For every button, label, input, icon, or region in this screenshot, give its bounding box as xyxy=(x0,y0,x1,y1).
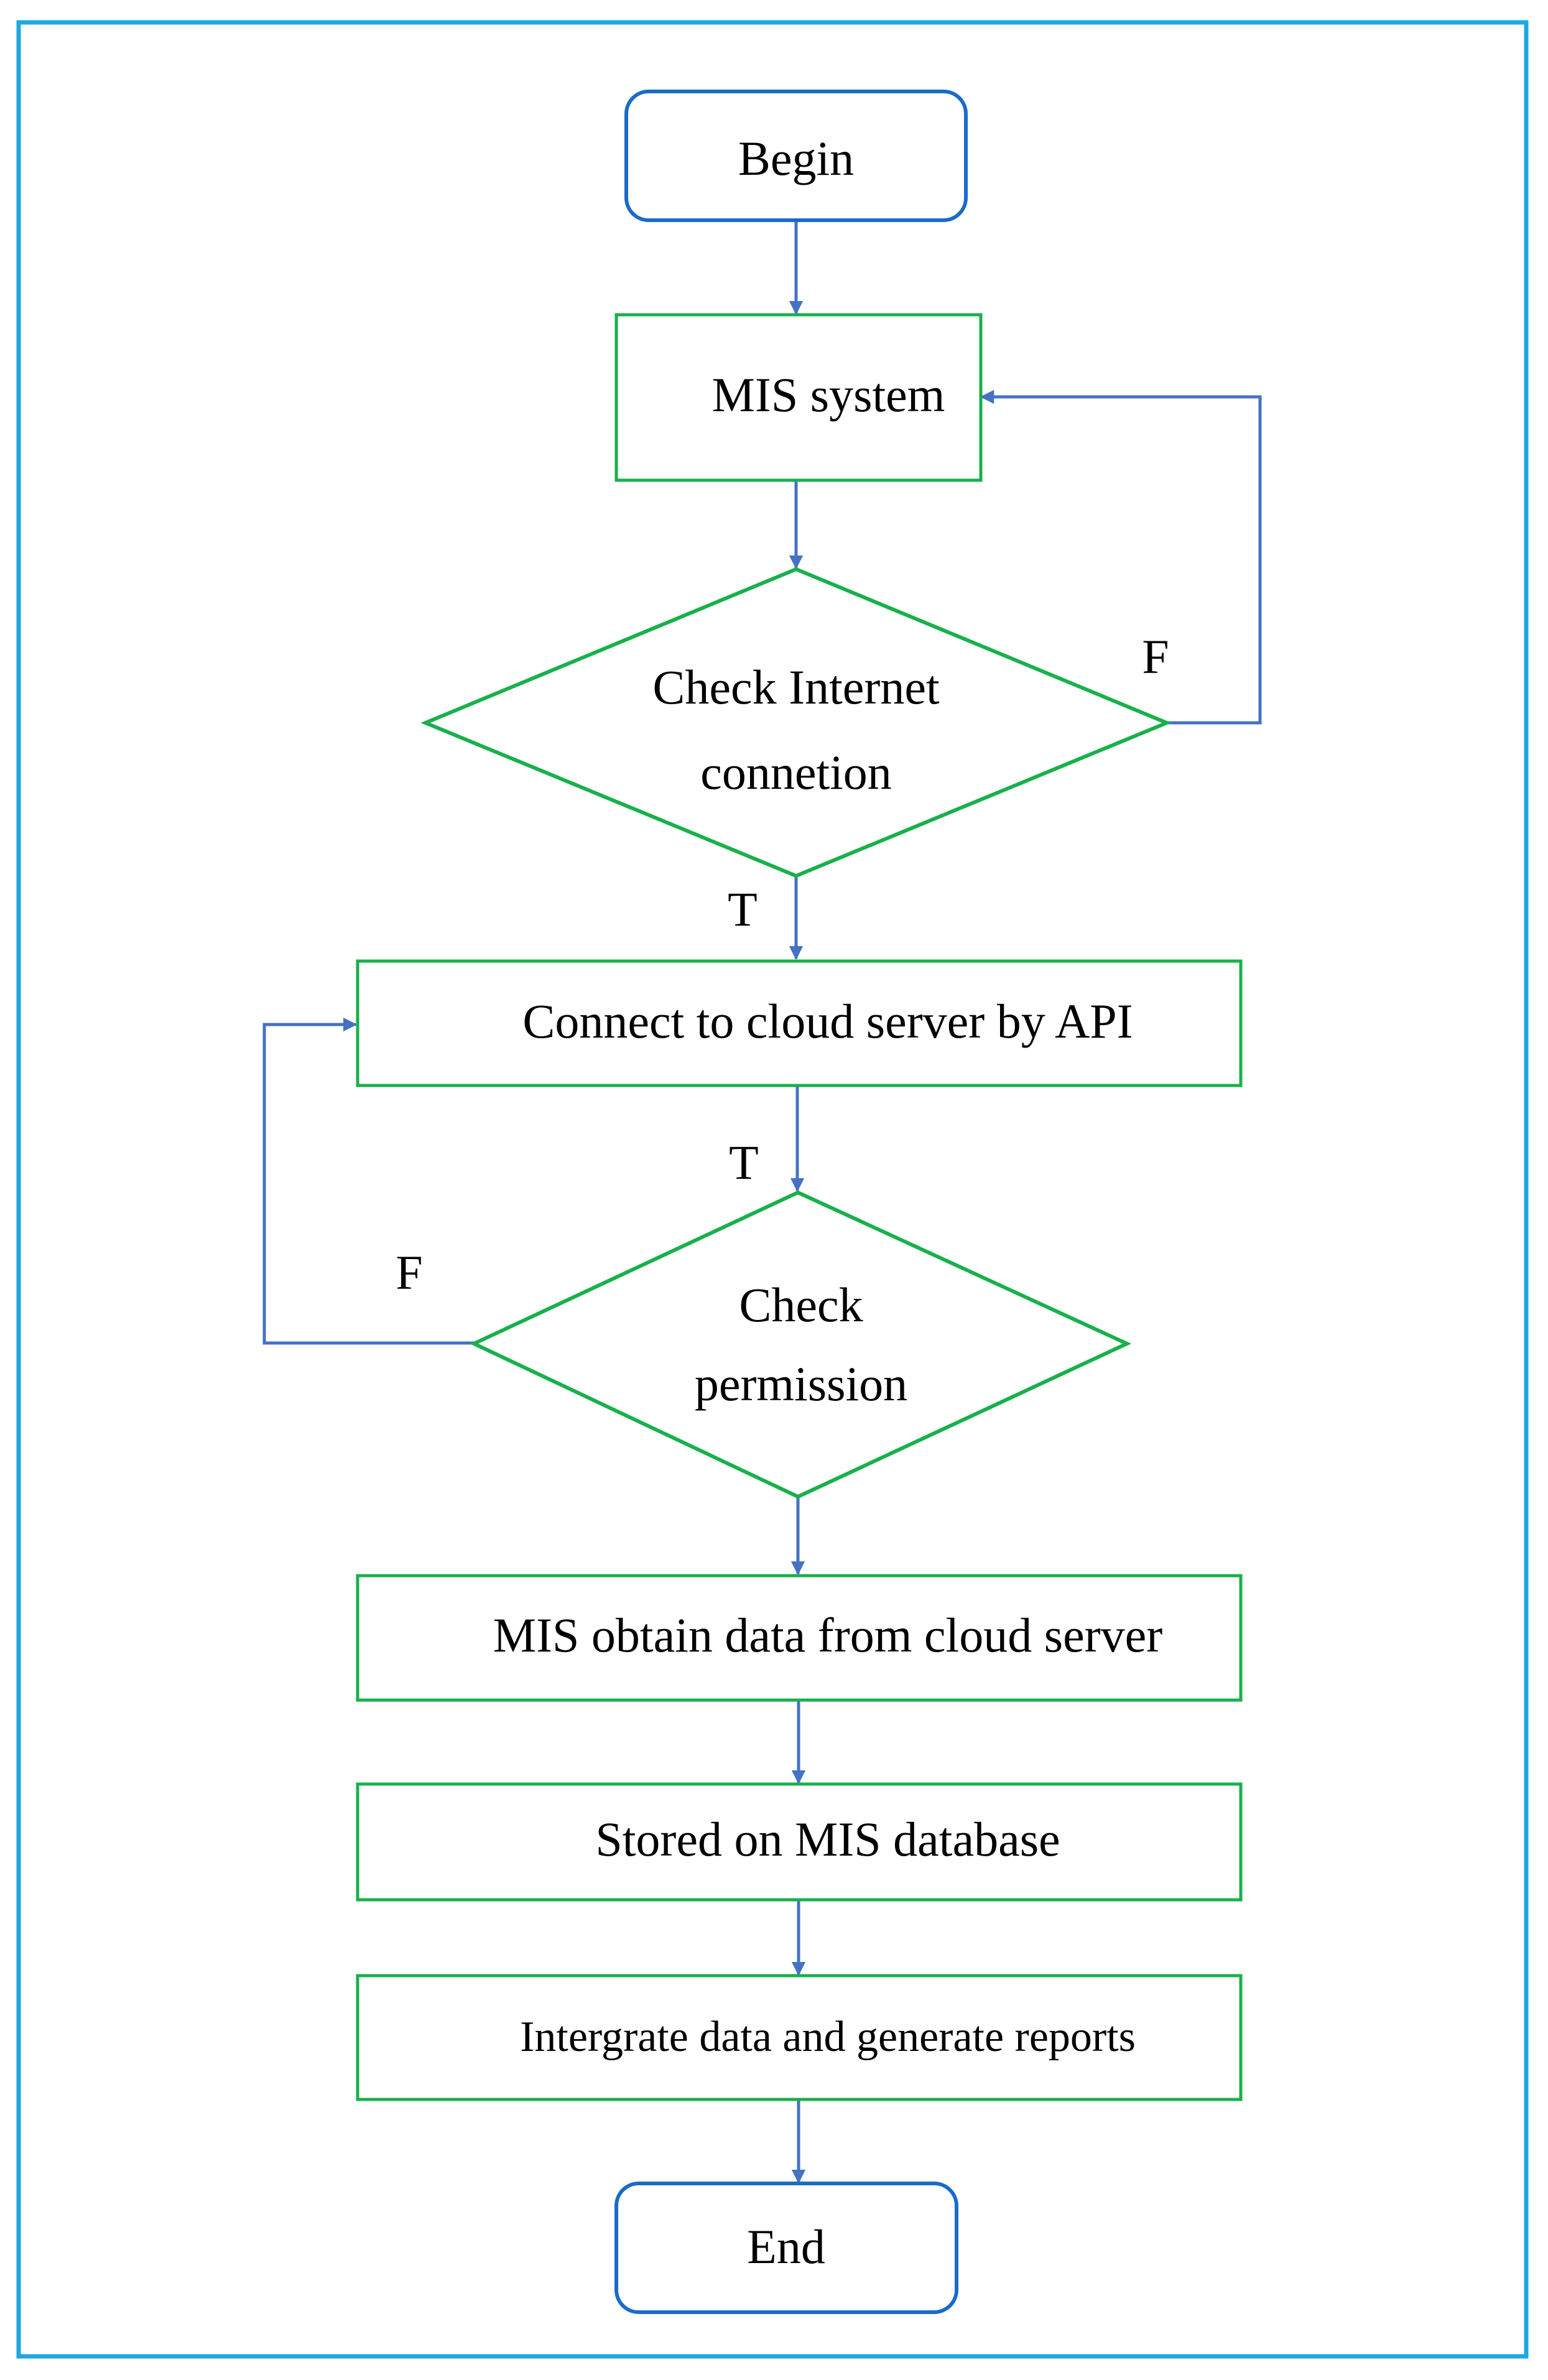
mis-system-node: MIS system xyxy=(614,313,983,482)
stored-db-label: Stored on MIS database xyxy=(595,1812,1060,1866)
obtain-data-shape xyxy=(356,1574,1243,1702)
check-permission-label-line2: permission xyxy=(695,1357,907,1411)
check-internet-label-line1: Check Internet xyxy=(652,660,940,714)
connect-cloud-label: Connect to cloud server by API xyxy=(522,994,1133,1048)
begin-label: Begin xyxy=(738,131,854,185)
arrow-internet-false-loop xyxy=(980,389,1262,725)
integrate-reports-node: Intergrate data and generate reports xyxy=(356,1974,1243,2101)
mis-system-label: MIS system xyxy=(712,368,945,422)
begin-shape xyxy=(624,90,968,222)
arrow-permission-false-loop xyxy=(262,1017,474,1345)
check-permission-label-line1: Check xyxy=(739,1278,863,1332)
check-internet-shape xyxy=(420,567,1172,878)
check-permission-node: Check permission xyxy=(469,1190,1132,1499)
connect-true-label: T xyxy=(729,1135,759,1189)
obtain-data-node: MIS obtain data from cloud server xyxy=(356,1574,1243,1702)
diagram-frame xyxy=(16,20,1529,2359)
internet-false-label: F xyxy=(1142,630,1169,684)
check-internet-node: Check Internet connetion xyxy=(420,567,1172,878)
internet-true-label: T xyxy=(728,882,758,936)
check-internet-label-line2: connetion xyxy=(700,745,892,799)
connect-cloud-node: Connect to cloud server by API xyxy=(356,959,1243,1087)
end-label: End xyxy=(747,2220,825,2274)
integrate-reports-shape xyxy=(356,1974,1243,2101)
permission-false-label: F xyxy=(396,1245,422,1299)
mis-system-shape xyxy=(614,313,983,482)
check-permission-shape xyxy=(469,1190,1132,1499)
integrate-reports-label: Intergrate data and generate reports xyxy=(520,2013,1136,2061)
stored-db-node: Stored on MIS database xyxy=(356,1782,1243,1902)
end-node: End xyxy=(614,2182,958,2314)
stored-db-shape xyxy=(356,1782,1243,1902)
obtain-data-label: MIS obtain data from cloud server xyxy=(493,1608,1163,1662)
connect-cloud-shape xyxy=(356,959,1243,1087)
end-shape xyxy=(614,2182,958,2314)
connectors xyxy=(262,220,1262,2184)
begin-node: Begin xyxy=(624,90,968,222)
